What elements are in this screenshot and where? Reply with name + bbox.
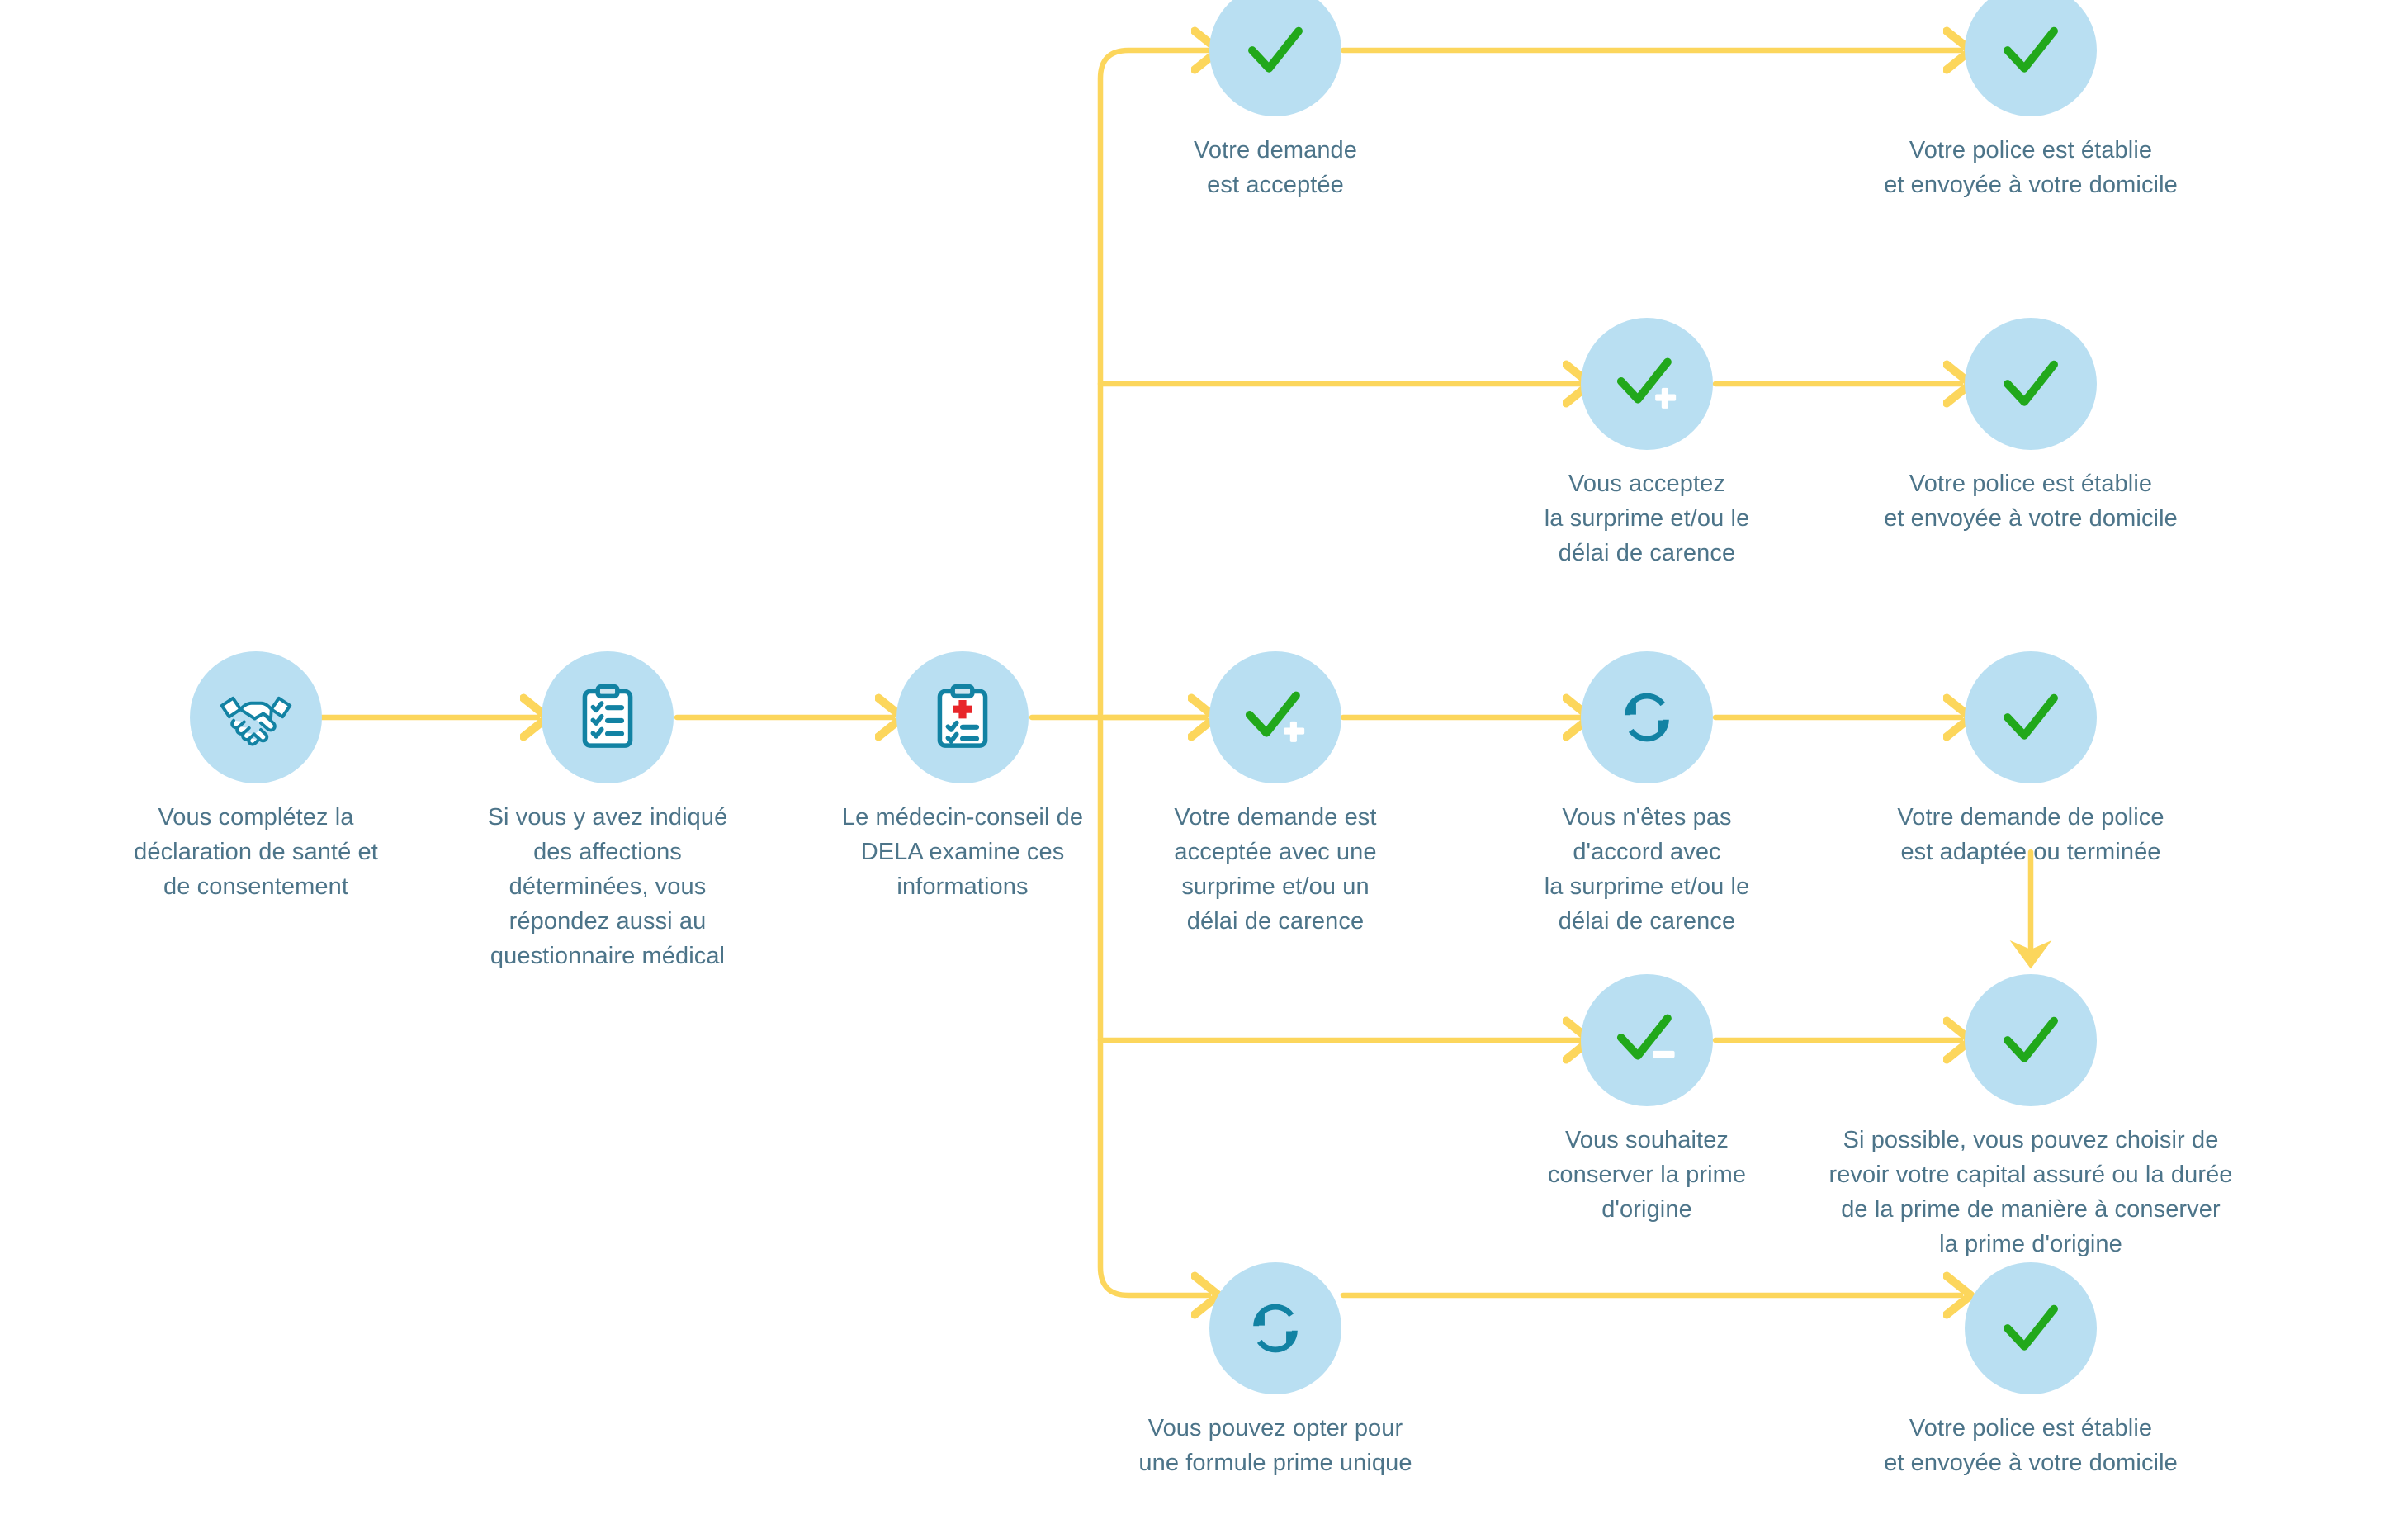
check-icon	[1209, 0, 1341, 116]
node-caption: Votre police est établie et envoyée à vo…	[1884, 471, 2178, 532]
refresh-cycle-icon	[1581, 651, 1713, 783]
refresh-cycle-icon	[1209, 1262, 1341, 1394]
node-caption: Vous souhaitez conserver la prime d'orig…	[1547, 1127, 1747, 1223]
check-plus-icon	[1209, 651, 1341, 783]
node-caption: Votre police est établie et envoyée à vo…	[1884, 1415, 2178, 1477]
check-icon	[1965, 0, 2097, 116]
node-caption: Votre demande est acceptée	[1194, 137, 1357, 199]
check-icon	[1965, 651, 2097, 783]
node-caption: Votre demande est acceptée avec une surp…	[1174, 804, 1377, 935]
node-caption: Vous n'êtes pas d'accord avec la surprim…	[1544, 804, 1750, 935]
check-minus-icon	[1581, 974, 1713, 1106]
node-caption: Si possible, vous pouvez choisir de revo…	[1828, 1127, 2233, 1258]
node-caption: Si vous y avez indiqué des affections dé…	[487, 804, 728, 970]
check-icon	[1965, 1262, 2097, 1394]
node-caption: Le médecin-conseil de DELA examine ces i…	[841, 804, 1084, 901]
node-caption: Vous pouvez opter pour une formule prime…	[1138, 1415, 1412, 1477]
node-caption: Vous acceptez la surprime et/ou le délai…	[1544, 471, 1750, 567]
clipboard-checklist-icon	[542, 651, 674, 783]
check-icon	[1965, 974, 2097, 1106]
handshake-icon	[190, 651, 322, 783]
check-icon	[1965, 318, 2097, 450]
node-caption: Vous complétez la déclaration de santé e…	[134, 804, 378, 901]
check-plus-icon	[1581, 318, 1713, 450]
node-caption: Votre police est établie et envoyée à vo…	[1884, 137, 2178, 199]
node-caption: Votre demande de police est adaptée ou t…	[1897, 804, 2164, 866]
medical-clipboard-icon	[896, 651, 1029, 783]
